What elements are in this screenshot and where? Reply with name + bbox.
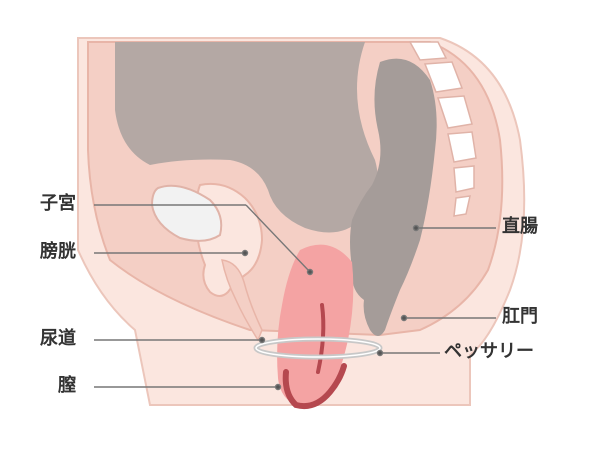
label-pessary: ペッサリー	[444, 341, 534, 362]
pubic-bone	[150, 184, 223, 242]
sacrum	[408, 41, 477, 217]
label-rectum: 直腸	[502, 216, 538, 237]
uterus-shape	[277, 244, 354, 407]
leader-uterus-diag	[245, 204, 311, 273]
label-urethra: 尿道	[40, 328, 76, 349]
label-bladder: 膀胱	[40, 241, 76, 262]
label-uterus: 子宮	[40, 193, 76, 214]
leader-bladder-dot	[241, 249, 249, 257]
label-anus: 肛門	[502, 306, 538, 327]
leader-rectum-dot	[412, 224, 420, 232]
leader-anus-dot	[400, 314, 408, 322]
leader-vagina-dot	[274, 383, 282, 391]
vagina-canal	[282, 363, 347, 410]
rectum-shape	[350, 58, 437, 336]
leader-uterus-dot	[306, 268, 314, 276]
leader-pessary-dot	[376, 349, 384, 357]
pessary-ring-highlight	[255, 338, 381, 358]
urethra-shape	[221, 259, 263, 342]
abdominal-viscera	[115, 42, 378, 233]
label-vagina: 膣	[58, 375, 76, 396]
leader-urethra-dot	[258, 336, 266, 344]
